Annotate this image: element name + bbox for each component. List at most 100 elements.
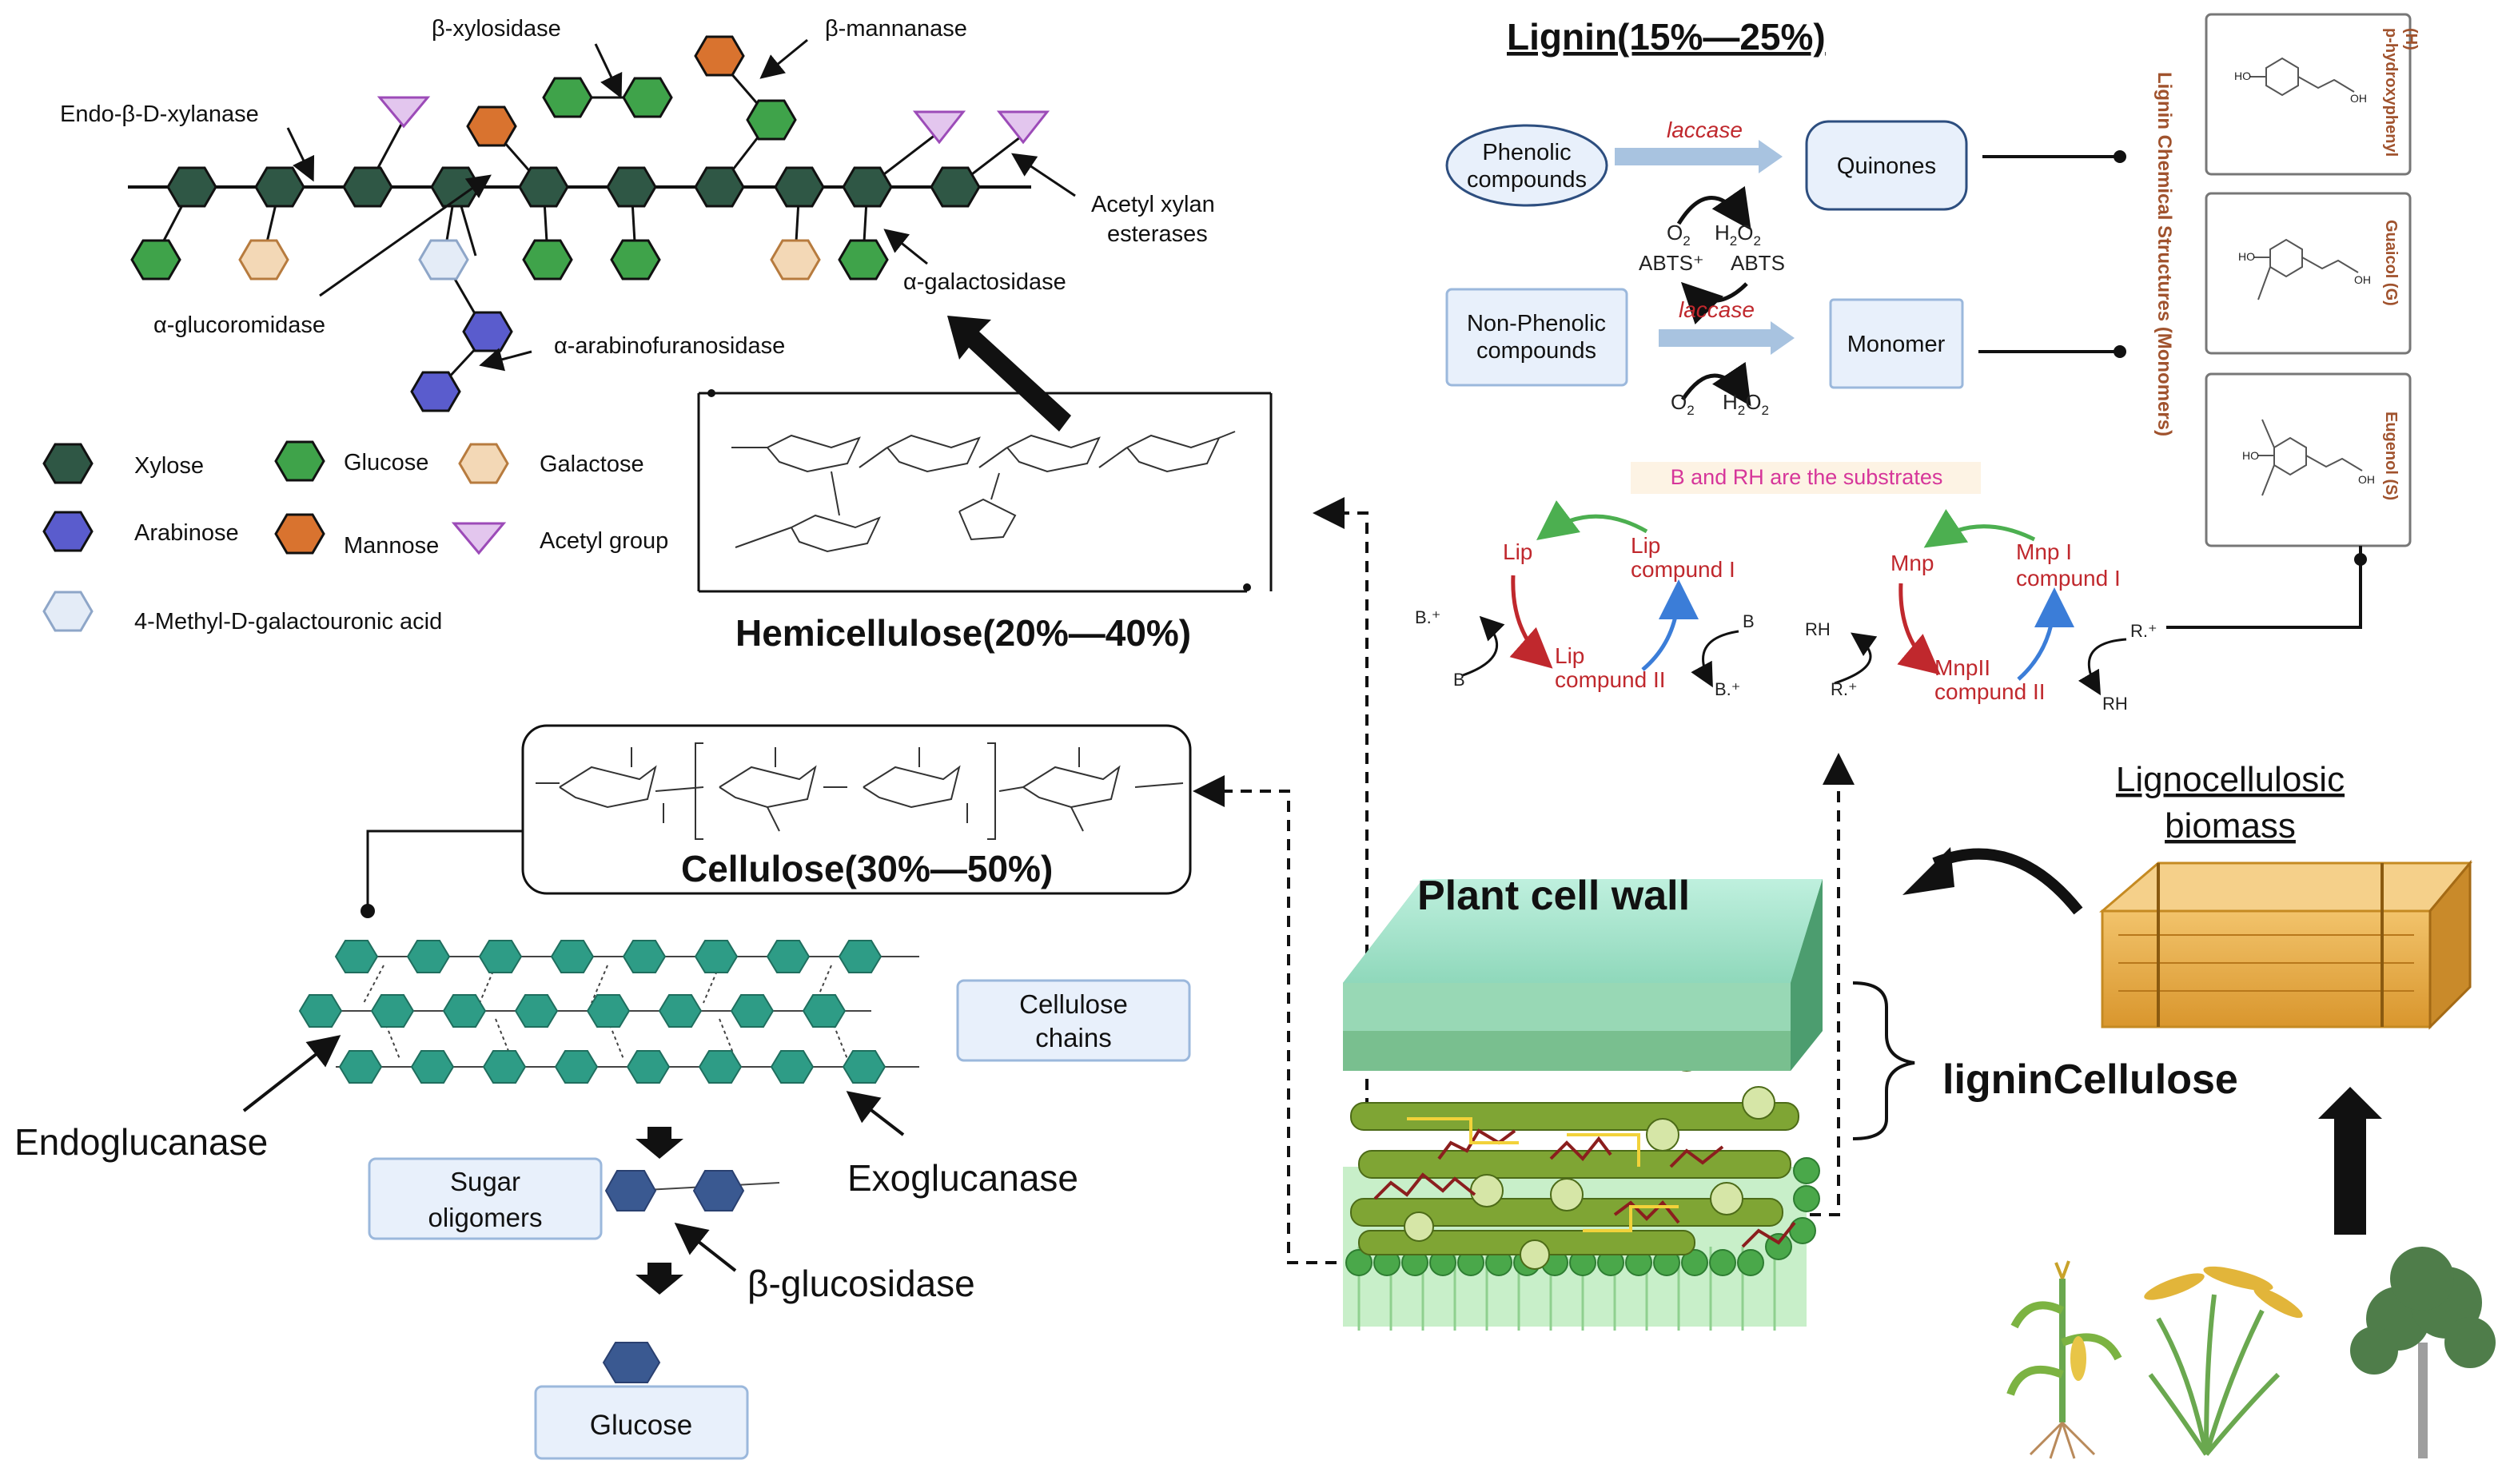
legend-xylose: Xylose	[134, 453, 204, 479]
cellulose-hex	[802, 994, 847, 1028]
glucose-hexagon	[610, 239, 661, 280]
legend-galactose-swatch	[458, 443, 509, 484]
cellulose-hex	[586, 994, 631, 1028]
monomer-s-label: Eugenol (S)	[2382, 412, 2400, 500]
mnp-rh-left: RH	[1805, 619, 1831, 639]
glucose-hexagon	[746, 99, 797, 141]
lip-b-radical-left: B.⁺	[1415, 607, 1440, 627]
cellulose-structure-box	[521, 724, 1192, 895]
cellulose-hex	[410, 1050, 455, 1084]
h-oh-tail: OH	[2350, 92, 2367, 105]
lignin-cellulose-label: ligninCellulose	[1942, 1056, 2238, 1103]
cellulose-chains-label: Cellulose	[1019, 989, 1128, 1019]
monomer-structure-s: HO OH Eugenol (S)	[2205, 372, 2412, 547]
enzyme-alpha-arabinofuranosidase: α-arabinofuranosidase	[554, 333, 785, 359]
xylose-hexagon	[694, 166, 745, 208]
cellulose-section: Cellulose(30%—50%)	[361, 724, 1192, 918]
hemicellulose-title: Hemicellulose(20%—40%)	[735, 612, 1191, 654]
cellulose-hex	[658, 994, 703, 1028]
lip-b-left: B	[1453, 670, 1465, 690]
monomer-h-label-line2: (H)	[2402, 28, 2420, 50]
enzyme-beta-xylosidase: β-xylosidase	[432, 16, 561, 42]
biomass-to-wall-arrow	[1932, 848, 2083, 915]
endoglucanase-label: Endoglucanase	[14, 1121, 268, 1163]
legend-mannose: Mannose	[344, 533, 439, 559]
hemicellulose-structure: Hemicellulose(20%—40%)	[697, 389, 1273, 654]
hemicellulose-legend: Xylose Glucose Galactose Arabinose Manno…	[42, 440, 668, 635]
lignin-title: Lignin(15%—25%)	[1507, 16, 1826, 58]
cellulose-hex	[550, 940, 595, 973]
sugar-oligomers-label-line2: oligomers	[428, 1203, 542, 1232]
cellulose-hex	[406, 940, 451, 973]
mnp-r-radical-right: R.⁺	[2130, 621, 2157, 641]
monomer-structure-g: HO OH Guaicol (G)	[2205, 192, 2412, 355]
beta-glucosidase-arrow	[674, 1223, 737, 1272]
monomer-structure-h: HO OH p-hydroxyphenyl (H)	[2205, 13, 2420, 176]
oligomer-chain	[604, 1170, 780, 1211]
cellulose-hex	[298, 994, 343, 1028]
lip-compound1-label-line2: compund I	[1631, 557, 1735, 582]
mnp-compound2-label-line2: compund II	[1934, 679, 2046, 704]
wall-brace	[1852, 981, 1915, 1140]
biomass-label: Lignocellulosic	[2116, 760, 2345, 799]
hemicellulose-chain: β-xylosidase β-mannanase Endo-β-D-xylana…	[60, 16, 1215, 412]
enzyme-endo-xylanase: Endo-β-D-xylanase	[60, 101, 259, 127]
cellulose-hex	[334, 940, 379, 973]
xylose-hexagon	[774, 166, 825, 208]
monomer-node	[1829, 298, 1964, 389]
glucose-hexagon	[542, 77, 593, 118]
lip-b-radical-right: B.⁺	[1715, 679, 1740, 699]
hay-bale-illustration	[2098, 859, 2473, 1030]
corn-plant-illustration	[2006, 1260, 2122, 1459]
legend-glucose-swatch	[274, 440, 325, 482]
enzyme-alpha-glucoromidase: α-glucoromidase	[153, 312, 325, 338]
cellulose-hex	[842, 1050, 886, 1084]
cellulose-hex	[482, 1050, 527, 1084]
mannose-hexagon	[466, 105, 517, 147]
legend-acetyl-swatch	[451, 522, 507, 555]
o2-label-2: O2	[1671, 390, 1695, 418]
tree-illustration	[2350, 1247, 2496, 1458]
hemicellulose-molecule-drawing	[731, 431, 1236, 553]
xylose-hexagon	[930, 166, 981, 208]
glucose-label: Glucose	[590, 1410, 692, 1441]
mnp-label: Mnp	[1890, 551, 1934, 575]
cellulose-molecule-drawing	[536, 742, 1184, 840]
enzyme-alpha-galactosidase: α-galactosidase	[903, 269, 1066, 295]
glucose-hex	[602, 1342, 661, 1383]
cellulose-hex	[478, 940, 523, 973]
lip-cycle: Lip Lip compund I Lip compund II B.⁺ B B…	[1415, 500, 1755, 699]
glucose-hexagon	[130, 239, 181, 280]
g-oh-label: HO	[2238, 250, 2255, 263]
s-oh-label: HO	[2242, 449, 2259, 462]
mnp-cycle: Mnp Mnp I compund I MnpII compund II RH …	[1805, 509, 2157, 714]
legend-glucose: Glucose	[344, 450, 428, 475]
acetyl-triangle	[912, 110, 966, 145]
sugar-oligomers-label: Sugar	[450, 1167, 520, 1196]
glucose-box	[534, 1385, 749, 1460]
biomass-label-line2: biomass	[2165, 806, 2296, 845]
arabinose-hexagon	[410, 371, 461, 412]
cellulose-hex	[442, 994, 487, 1028]
glucose-hexagon	[622, 77, 673, 118]
s-oh-tail: OH	[2358, 473, 2375, 486]
mnp-compound1-label: Mnp I	[2016, 539, 2072, 564]
mnp-r-radical-left: R.⁺	[1831, 679, 1858, 699]
down-arrow-2	[635, 1263, 683, 1295]
mnp-compound1-label-line2: compund I	[2016, 566, 2121, 591]
enzyme-beta-mannanase: β-mannanase	[825, 16, 967, 42]
exoglucanase-arrow	[846, 1091, 905, 1136]
plant-cell-wall-label: Plant cell wall	[1417, 873, 1690, 919]
galactouronic-hexagon	[418, 239, 469, 280]
down-arrow-1	[635, 1127, 683, 1159]
lip-label: Lip	[1503, 539, 1532, 564]
plants-up-arrow-head	[2318, 1087, 2382, 1119]
nonphenolic-label-line2: compounds	[1476, 338, 1596, 364]
oligomer-hex	[692, 1170, 745, 1211]
lip-b-right: B	[1743, 611, 1755, 631]
phenolic-label: Phenolic	[1482, 140, 1571, 165]
hemicellulose-pointer-arrow	[947, 316, 1071, 432]
cellulose-hex	[338, 1050, 383, 1084]
cellulose-hex	[514, 994, 559, 1028]
